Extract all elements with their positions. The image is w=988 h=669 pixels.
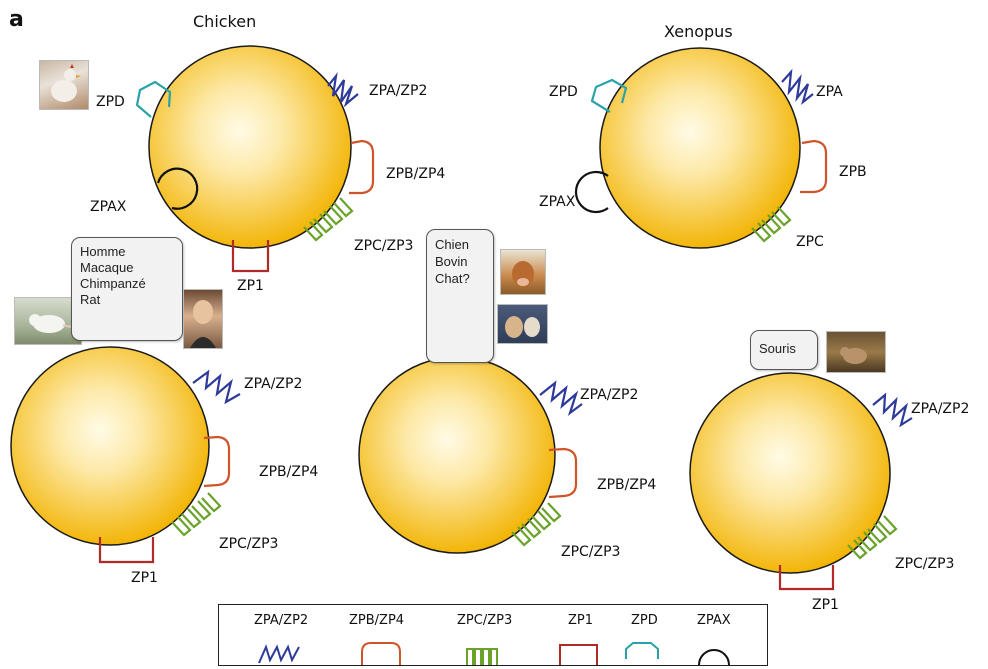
chicken-zpb-bracket-icon xyxy=(349,139,375,195)
callout-species-homme: Homme xyxy=(80,244,126,259)
human-zp1-label: ZP1 xyxy=(131,570,158,586)
xenopus-zpc-coil-icon xyxy=(751,206,792,243)
legend-zigzag-icon xyxy=(258,644,300,664)
legend-label-zp1: ZP1 xyxy=(568,613,594,628)
xenopus-zpa-label: ZPA xyxy=(816,84,843,100)
dog-cat-photo xyxy=(497,304,548,344)
legend-coil-icon xyxy=(466,648,498,665)
xenopus-zpb-label: ZPB xyxy=(839,164,867,180)
chicken-zp1-square-bracket-icon xyxy=(231,240,270,273)
human-zp1-square-bracket-icon xyxy=(98,537,155,564)
mouse-photo xyxy=(826,331,886,373)
chicken-zpax-arc-icon xyxy=(156,167,199,210)
chicken-title: Chicken xyxy=(193,12,257,31)
human-zpa-label: ZPA/ZP2 xyxy=(244,376,303,392)
legend-label-zpb: ZPB/ZP4 xyxy=(349,613,405,628)
chicken-zpd-label: ZPD xyxy=(96,94,125,110)
legend-cap-icon xyxy=(625,642,659,659)
egg-chicken xyxy=(148,45,352,249)
mouse-zpc-coil-icon xyxy=(847,515,898,560)
legend-arc-icon xyxy=(698,649,730,665)
dog-group-callout: Chien Bovin Chat? xyxy=(426,229,494,363)
chicken-zpd-cap-icon xyxy=(135,80,172,118)
mouse-zpa-zigzag-icon xyxy=(872,392,913,428)
dog-zpc-label: ZPC/ZP3 xyxy=(561,544,621,560)
xenopus-zpd-label: ZPD xyxy=(549,84,578,100)
panel-letter: a xyxy=(9,7,24,32)
callout-species-souris: Souris xyxy=(759,341,796,356)
callout-species-macaque: Macaque xyxy=(80,260,134,275)
human-photo xyxy=(183,289,223,349)
legend-label-zpd: ZPD xyxy=(631,613,658,628)
dog-zpc-coil-icon xyxy=(511,502,562,547)
chicken-zpc-coil-icon xyxy=(303,197,354,242)
legend-box: ZPA/ZP2 ZPB/ZP4 ZPC/ZP3 ZP1 ZPD ZPAX xyxy=(218,604,768,666)
xenopus-zpax-arc-icon xyxy=(574,170,609,214)
chicken-zpb-label: ZPB/ZP4 xyxy=(386,166,446,182)
mouse-zp1-label: ZP1 xyxy=(812,597,839,613)
human-zpc-label: ZPC/ZP3 xyxy=(219,536,279,552)
legend-square-bracket-icon xyxy=(559,644,598,665)
legend-label-zpax: ZPAX xyxy=(697,613,731,628)
cow-photo xyxy=(500,249,546,295)
dog-zpa-label: ZPA/ZP2 xyxy=(580,387,639,403)
legend-label-zpa: ZPA/ZP2 xyxy=(254,613,309,628)
mouse-zpc-label: ZPC/ZP3 xyxy=(895,556,955,572)
dog-zpa-zigzag-icon xyxy=(539,380,583,416)
dog-zpb-label: ZPB/ZP4 xyxy=(597,477,657,493)
egg-human-group xyxy=(10,346,210,546)
egg-xenopus xyxy=(599,47,801,249)
callout-species-rat: Rat xyxy=(80,292,101,307)
egg-dog-group xyxy=(358,356,556,554)
callout-species-chimpanze: Chimpanzé xyxy=(80,276,146,291)
human-zpb-label: ZPB/ZP4 xyxy=(259,464,319,480)
xenopus-title: Xenopus xyxy=(664,22,733,41)
chicken-zpax-label: ZPAX xyxy=(90,199,127,215)
xenopus-zpa-zigzag-icon xyxy=(781,68,814,105)
callout-species-bovin: Bovin xyxy=(435,254,468,269)
chicken-zp1-label: ZP1 xyxy=(237,278,264,294)
mouse-zpa-label: ZPA/ZP2 xyxy=(911,401,970,417)
egg-mouse xyxy=(689,372,891,574)
xenopus-zpb-bracket-icon xyxy=(800,139,828,194)
xenopus-zpax-label: ZPAX xyxy=(539,194,576,210)
callout-species-chien: Chien xyxy=(435,237,469,252)
human-group-callout: Homme Macaque Chimpanzé Rat xyxy=(71,237,183,341)
chicken-zpa-zigzag-icon xyxy=(327,72,359,108)
xenopus-zpc-label: ZPC xyxy=(796,234,824,250)
rat-photo xyxy=(14,297,82,345)
dog-zpb-bracket-icon xyxy=(548,447,578,499)
mouse-callout: Souris xyxy=(750,330,818,370)
legend-bracket-icon xyxy=(361,642,401,665)
human-zpa-zigzag-icon xyxy=(192,369,241,405)
human-zpc-coil-icon xyxy=(171,492,222,537)
callout-species-chat: Chat? xyxy=(435,271,470,286)
legend-label-zpc: ZPC/ZP3 xyxy=(457,613,513,628)
chicken-zpa-label: ZPA/ZP2 xyxy=(369,83,428,99)
chicken-zpc-label: ZPC/ZP3 xyxy=(354,238,414,254)
xenopus-zpd-cap-icon xyxy=(590,78,628,113)
mouse-zp1-square-bracket-icon xyxy=(778,565,835,591)
chicken-photo xyxy=(39,60,89,110)
human-zpb-bracket-icon xyxy=(203,435,231,488)
